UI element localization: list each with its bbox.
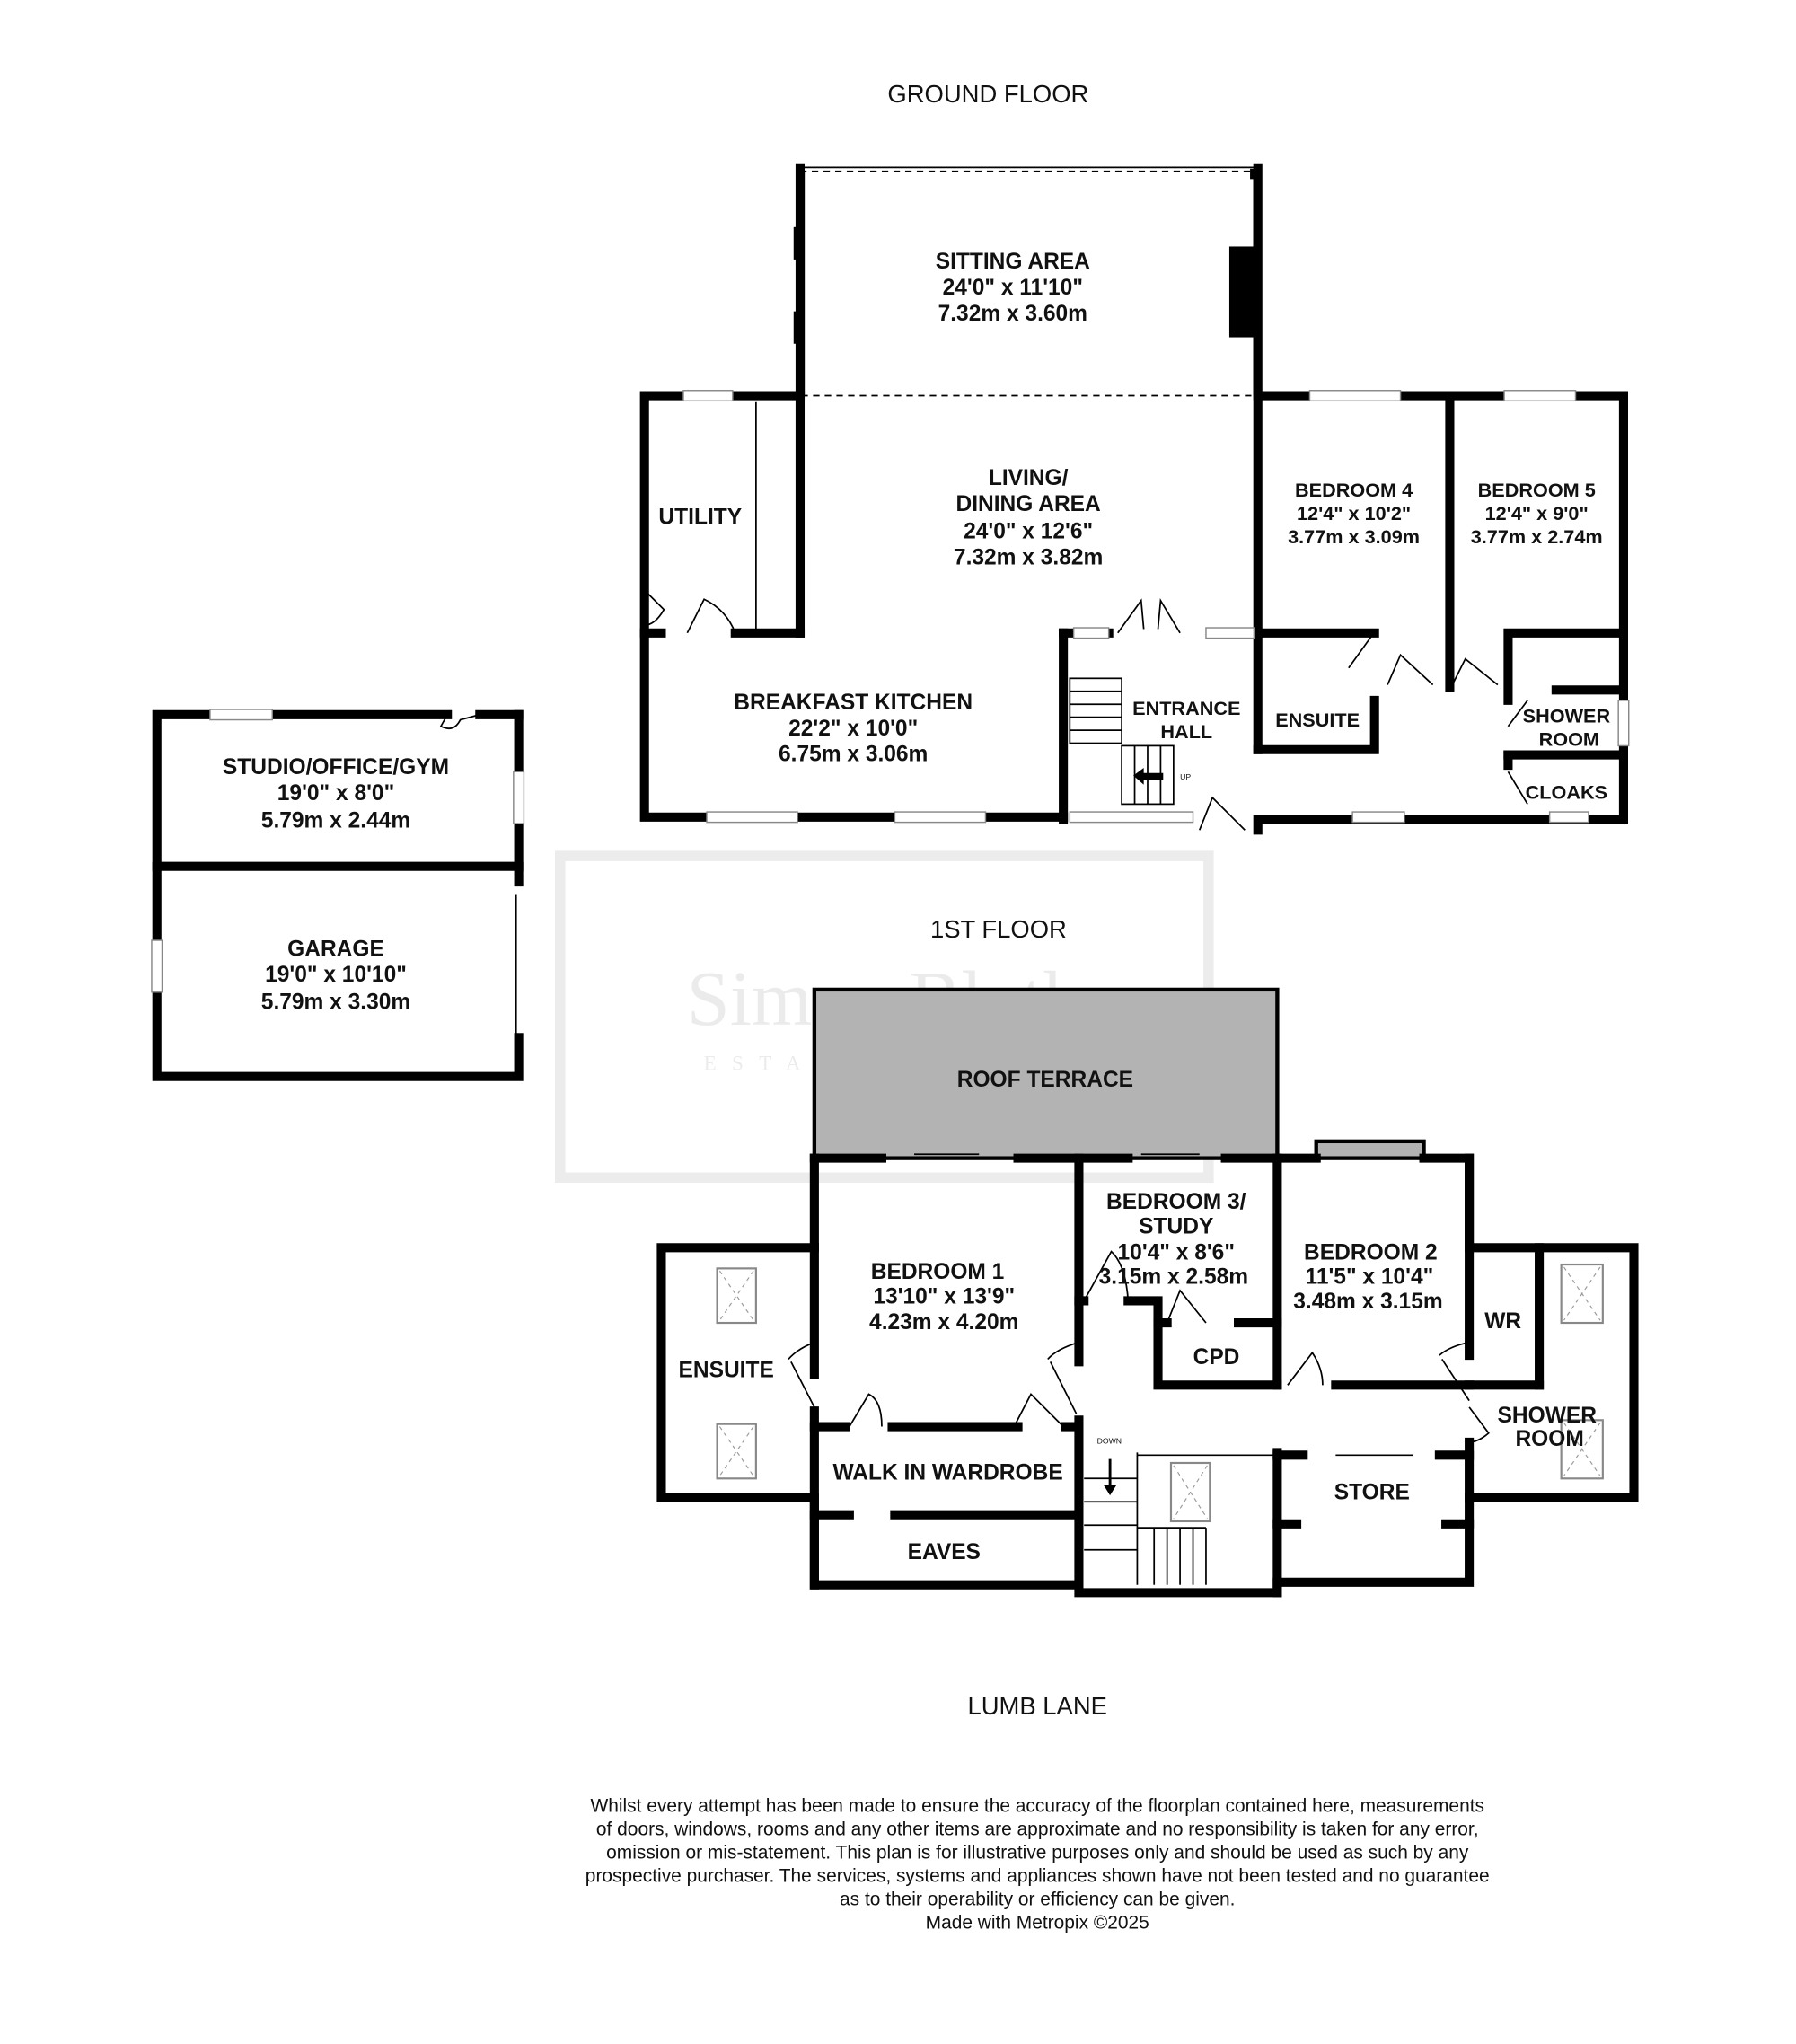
room-eaves: EAVES xyxy=(908,1540,981,1564)
svg-text:12'4" x 9'0": 12'4" x 9'0" xyxy=(1485,502,1589,524)
room-utility: UTILITY xyxy=(658,505,742,529)
svg-text:10'4" x 8'6": 10'4" x 8'6" xyxy=(1118,1240,1235,1264)
first-floor-plan: DOWN ROOF TERRACE BEDROOM 1 13'10" x 13'… xyxy=(656,987,1639,1598)
room-store: STORE xyxy=(1334,1480,1410,1504)
disclaimer: Whilst every attempt has been made to en… xyxy=(585,1795,1490,1933)
svg-text:HALL: HALL xyxy=(1160,720,1212,743)
roof-terrace xyxy=(812,987,1280,1160)
svg-text:22'2" x 10'0": 22'2" x 10'0" xyxy=(788,717,918,741)
svg-text:3.15m x 2.58m: 3.15m x 2.58m xyxy=(1099,1265,1248,1290)
room-garage: GARAGE 19'0" x 10'10" 5.79m x 3.30m xyxy=(261,937,410,1014)
svg-text:5.79m x 3.30m: 5.79m x 3.30m xyxy=(261,991,410,1015)
road-label: LUMB LANE xyxy=(968,1692,1107,1720)
svg-text:ROOM: ROOM xyxy=(1515,1427,1583,1451)
svg-text:BEDROOM 1: BEDROOM 1 xyxy=(871,1260,1005,1284)
skylight-icon xyxy=(716,1267,757,1325)
svg-text:Whilst every attempt has been: Whilst every attempt has been made to en… xyxy=(590,1795,1484,1816)
svg-text:3.77m x 3.09m: 3.77m x 3.09m xyxy=(1288,525,1420,548)
room-entrance-hall: ENTRANCE HALL xyxy=(1132,697,1240,743)
room-cpd: CPD xyxy=(1193,1345,1240,1370)
svg-text:STUDY: STUDY xyxy=(1139,1214,1213,1238)
svg-text:11'5" x 10'4": 11'5" x 10'4" xyxy=(1306,1265,1434,1290)
svg-text:as to their operability or eff: as to their operability or efficiency ca… xyxy=(840,1889,1235,1909)
svg-text:4.23m x 4.20m: 4.23m x 4.20m xyxy=(869,1310,1018,1335)
svg-text:13'10" x 13'9": 13'10" x 13'9" xyxy=(873,1284,1015,1308)
svg-text:3.48m x 3.15m: 3.48m x 3.15m xyxy=(1293,1290,1442,1314)
room-bedroom-2: BEDROOM 2 11'5" x 10'4" 3.48m x 3.15m xyxy=(1293,1240,1442,1314)
svg-text:5.79m x 2.44m: 5.79m x 2.44m xyxy=(261,808,410,833)
svg-text:STUDIO/OFFICE/GYM: STUDIO/OFFICE/GYM xyxy=(223,755,449,780)
svg-text:24'0" x 11'10": 24'0" x 11'10" xyxy=(943,276,1083,300)
svg-text:24'0" x 12'6": 24'0" x 12'6" xyxy=(964,519,1093,543)
room-ensuite: ENSUITE xyxy=(1275,709,1360,731)
skylight-icon xyxy=(1169,1461,1211,1523)
svg-text:SHOWER: SHOWER xyxy=(1498,1404,1598,1428)
svg-text:BREAKFAST KITCHEN: BREAKFAST KITCHEN xyxy=(734,691,973,715)
room-studio-office-gym: STUDIO/OFFICE/GYM 19'0" x 8'0" 5.79m x 2… xyxy=(223,755,449,833)
svg-text:DINING AREA: DINING AREA xyxy=(955,492,1101,516)
room-living-dining: LIVING/ DINING AREA 24'0" x 12'6" 7.32m … xyxy=(954,466,1103,569)
svg-text:19'0" x 10'10": 19'0" x 10'10" xyxy=(265,963,407,987)
room-cloaks: CLOAKS xyxy=(1526,781,1607,804)
svg-text:LIVING/: LIVING/ xyxy=(989,466,1069,490)
skylight-icon xyxy=(1560,1263,1604,1325)
svg-text:3.77m x 2.74m: 3.77m x 2.74m xyxy=(1471,525,1603,548)
svg-text:7.32m x 3.82m: 7.32m x 3.82m xyxy=(954,545,1103,569)
svg-text:prospective purchaser. The ser: prospective purchaser. The services, sys… xyxy=(585,1865,1490,1886)
svg-text:BEDROOM 4: BEDROOM 4 xyxy=(1295,479,1413,501)
room-shower-room: SHOWER ROOM xyxy=(1498,1404,1598,1451)
svg-text:Made with Metropix ©2025: Made with Metropix ©2025 xyxy=(926,1912,1149,1933)
svg-text:SITTING AREA: SITTING AREA xyxy=(936,250,1090,274)
ground-floor-title: GROUND FLOOR xyxy=(887,80,1088,108)
room-roof-terrace: ROOF TERRACE xyxy=(957,1068,1133,1092)
stairs-down: DOWN xyxy=(1084,1436,1278,1585)
first-floor-title: 1ST FLOOR xyxy=(930,915,1067,943)
svg-text:GARAGE: GARAGE xyxy=(287,937,384,961)
room-bedroom-1: BEDROOM 1 13'10" x 13'9" 4.23m x 4.20m xyxy=(869,1260,1018,1335)
room-shower-room: SHOWER ROOM xyxy=(1523,704,1611,750)
skylight-icon xyxy=(1560,1419,1604,1480)
outbuilding-plan: STUDIO/OFFICE/GYM 19'0" x 8'0" 5.79m x 2… xyxy=(151,709,525,1081)
stairs-up: UP xyxy=(1069,677,1191,806)
ground-floor-plan: UP SITTING AREA 24'0" x 11'10" 7.32m x 3… xyxy=(639,163,1630,835)
fireplace xyxy=(1228,246,1258,338)
svg-text:UP: UP xyxy=(1180,772,1191,781)
room-bedroom-5: BEDROOM 5 12'4" x 9'0" 3.77m x 2.74m xyxy=(1471,479,1603,548)
svg-text:BEDROOM 2: BEDROOM 2 xyxy=(1304,1240,1438,1264)
room-bedroom-4: BEDROOM 4 12'4" x 10'2" 3.77m x 3.09m xyxy=(1288,479,1420,548)
svg-text:SHOWER: SHOWER xyxy=(1523,704,1611,727)
svg-text:6.75m x 3.06m: 6.75m x 3.06m xyxy=(779,743,928,767)
room-bedroom-3-study: BEDROOM 3/ STUDY 10'4" x 8'6" 3.15m x 2.… xyxy=(1099,1190,1248,1290)
room-walk-in-wardrobe: WALK IN WARDROBE xyxy=(832,1461,1062,1485)
svg-text:omission or mis-statement. Thi: omission or mis-statement. This plan is … xyxy=(606,1842,1469,1863)
arrow-icon xyxy=(1103,1458,1117,1496)
svg-text:of doors, windows, rooms and a: of doors, windows, rooms and any other i… xyxy=(596,1819,1479,1839)
svg-text:12'4" x 10'2": 12'4" x 10'2" xyxy=(1297,502,1411,524)
room-sitting-area: SITTING AREA 24'0" x 11'10" 7.32m x 3.60… xyxy=(936,250,1090,326)
svg-text:ENTRANCE: ENTRANCE xyxy=(1132,697,1240,719)
arrow-icon xyxy=(1133,767,1164,785)
svg-text:BEDROOM 3/: BEDROOM 3/ xyxy=(1106,1190,1246,1214)
svg-text:7.32m x 3.60m: 7.32m x 3.60m xyxy=(938,302,1087,326)
room-wr: WR xyxy=(1484,1309,1521,1334)
room-ensuite: ENSUITE xyxy=(679,1359,774,1383)
svg-text:19'0" x 8'0": 19'0" x 8'0" xyxy=(277,781,394,806)
skylight-icon xyxy=(716,1423,757,1480)
svg-text:BEDROOM 5: BEDROOM 5 xyxy=(1478,479,1596,501)
svg-text:DOWN: DOWN xyxy=(1097,1436,1122,1445)
room-breakfast-kitchen: BREAKFAST KITCHEN 22'2" x 10'0" 6.75m x … xyxy=(734,691,973,767)
svg-text:ROOM: ROOM xyxy=(1539,727,1599,750)
